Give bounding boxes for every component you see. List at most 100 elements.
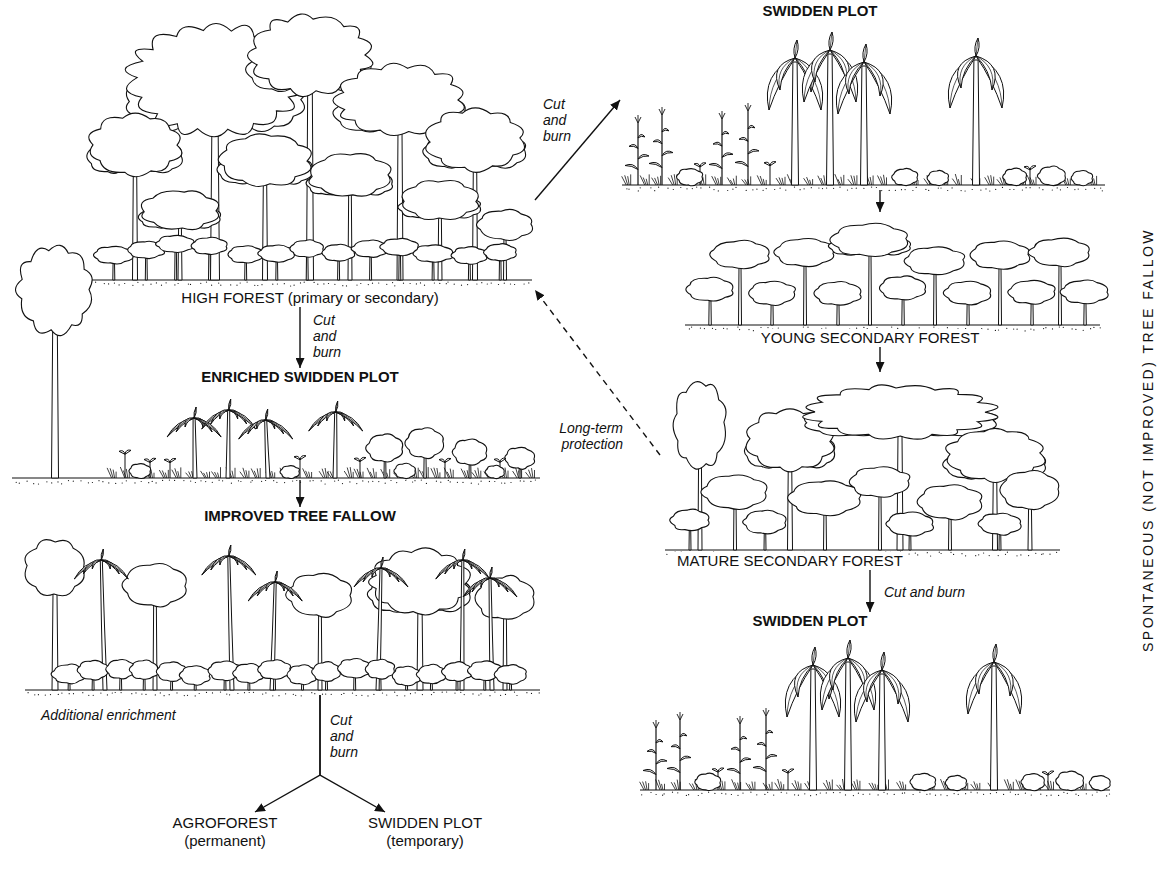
tree-crown [286, 573, 352, 617]
soil-dot [658, 187, 659, 188]
grass-blade [856, 175, 857, 185]
leaf [176, 418, 194, 432]
leaf [490, 578, 517, 597]
soil-dot [69, 693, 70, 694]
tree-crown [475, 575, 534, 619]
grass-blade [450, 469, 452, 478]
soil-dot [162, 480, 163, 481]
leaf-rib [994, 662, 1020, 714]
flow-arrow [879, 347, 880, 372]
grass-blade [306, 471, 309, 478]
leaf [83, 560, 101, 574]
soil-dot [1100, 327, 1101, 328]
grass-blade [735, 782, 738, 790]
soil-dot [321, 480, 322, 481]
soil-dot [240, 282, 241, 283]
soil-dot [219, 480, 220, 481]
soil-dot [998, 555, 999, 556]
grass-blade [353, 472, 354, 478]
enriched-plot-drawing [12, 245, 540, 484]
leaf [722, 153, 733, 158]
soil-dot [206, 692, 207, 693]
soil-dot [1085, 189, 1086, 190]
soil-dot [708, 792, 709, 793]
soil-dot [985, 188, 986, 189]
soil-dot [977, 792, 978, 793]
soil-dot [995, 189, 996, 190]
edge-label: Cut and burn [311, 312, 349, 360]
soil-dot [715, 329, 716, 330]
soil-dot [222, 480, 223, 481]
soil-dot [378, 481, 379, 482]
soil-dot [169, 480, 170, 481]
leaf [256, 420, 265, 429]
leaf-rib [211, 410, 229, 424]
leaf [735, 161, 748, 166]
soil-dot [188, 284, 189, 285]
leaf [202, 556, 229, 575]
grass-blade [116, 472, 117, 478]
soil-dot [73, 481, 74, 482]
leaf [722, 131, 729, 134]
grass-blade [782, 178, 784, 185]
soil-dot [912, 190, 913, 191]
leaf [248, 582, 275, 601]
tree-crown [191, 237, 227, 254]
leaf-rib [239, 420, 266, 439]
grass-blade [370, 472, 373, 478]
soil-dot [727, 190, 728, 191]
tree-crown [910, 773, 936, 790]
soil-dot [961, 553, 962, 554]
leaf-rib [211, 556, 229, 570]
soil-dot [265, 692, 266, 693]
grass-blade [724, 781, 725, 790]
soil-dot [373, 694, 374, 695]
soil-dot [285, 693, 286, 694]
leaf [275, 582, 302, 601]
tree-crown [970, 241, 1030, 269]
soil-dot [190, 481, 191, 482]
soil-dot [1025, 330, 1026, 331]
soil-dot [673, 189, 674, 190]
soil-dot [108, 482, 109, 483]
soil-dot [61, 693, 62, 694]
grass-blade [952, 179, 957, 185]
soil-dot [941, 553, 942, 554]
sapling-stem [770, 166, 771, 185]
soil-dot [51, 482, 52, 483]
soil-dot [343, 693, 344, 694]
soil-dot [314, 282, 315, 283]
soil-dot [414, 480, 415, 481]
soil-dot [434, 282, 435, 283]
grass-blade [730, 180, 733, 185]
tree-crown [686, 277, 733, 301]
soil-dot [92, 482, 93, 483]
leaf-rib [463, 578, 490, 597]
soil-dot [889, 190, 890, 191]
soil-dot [935, 795, 936, 796]
leaf [445, 560, 463, 574]
soil-dot [137, 282, 138, 283]
soil-dot [929, 793, 930, 794]
tree-crown [978, 513, 1021, 535]
soil-dot [126, 480, 127, 481]
soil-dot [102, 481, 103, 482]
soil-dot [826, 187, 827, 188]
soil-dot [464, 694, 465, 695]
soil-dot [19, 483, 20, 484]
tree-crown [402, 180, 478, 219]
soil-dot [1063, 327, 1064, 328]
flow-arrow [879, 190, 880, 212]
grass-blade [1086, 784, 1087, 790]
soil-dot [478, 695, 479, 696]
soil-dot [372, 481, 373, 482]
soil-dot [311, 692, 312, 693]
grass-blade [760, 176, 763, 185]
palm-trunk [226, 410, 230, 478]
note-label: Additional enrichment [38, 706, 179, 724]
edge-label: Cut and burn [882, 584, 967, 600]
tree-crown [1089, 776, 1110, 791]
leaf [653, 140, 662, 144]
soil-dot [851, 188, 852, 189]
soil-dot [416, 283, 417, 284]
